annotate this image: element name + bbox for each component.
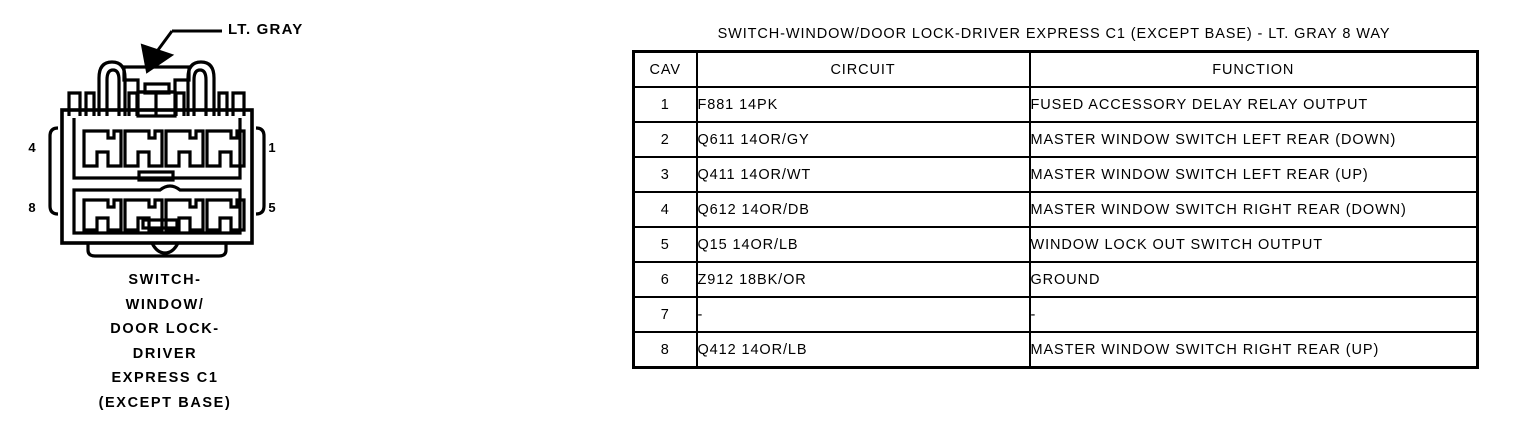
cell-function: MASTER WINDOW SWITCH LEFT REAR (DOWN)	[1028, 121, 1479, 158]
connector-body-outline	[60, 108, 254, 245]
cell-function: FUSED ACCESSORY DELAY RELAY OUTPUT	[1028, 86, 1479, 123]
connector-rib-1	[67, 91, 82, 116]
cell-circuit: Z912 18BK/OR	[695, 261, 1031, 298]
connector-bottom-notch	[150, 242, 180, 255]
column-header-circuit: CIRCUIT	[695, 50, 1031, 88]
cell-function: WINDOW LOCK OUT SWITCH OUTPUT	[1028, 226, 1479, 263]
cell-cav: 6	[632, 261, 698, 298]
connector-arch-right-outer	[186, 60, 216, 116]
pinout-table-title: SWITCH-WINDOW/DOOR LOCK-DRIVER EXPRESS C…	[717, 26, 1391, 42]
connector-key-tab-upper	[137, 170, 175, 182]
cell-cav: 1	[632, 86, 698, 123]
callout-leader-diagonal	[156, 30, 174, 51]
connector-caption: SWITCH- WINDOW/ DOOR LOCK- DRIVER EXPRES…	[0, 268, 330, 415]
connector-rib-2	[84, 91, 96, 116]
connector-key-tab-lower	[141, 218, 179, 230]
connector-illustration-panel: LT. GRAY 4 8 1 5 SWITCH- WINDOW/ DOOR LO…	[0, 0, 330, 436]
connector-rib-6	[231, 91, 246, 116]
cell-function: GROUND	[1028, 261, 1479, 298]
cell-circuit: Q412 14OR/LB	[695, 331, 1031, 369]
caption-line: (EXCEPT BASE)	[98, 394, 232, 411]
table-row: 7--	[632, 296, 1479, 333]
cell-function: MASTER WINDOW SWITCH LEFT REAR (UP)	[1028, 156, 1479, 193]
pin-label-top-left: 4	[28, 140, 36, 155]
connector-arch-left-outer	[97, 60, 127, 116]
connector-arch-left-inner	[105, 68, 121, 116]
cell-cav: 4	[632, 191, 698, 228]
caption-line: SWITCH-	[128, 272, 202, 288]
connector-rib-5	[217, 91, 229, 116]
connector-arch-right-inner	[192, 68, 208, 116]
cavity-pin-7	[123, 198, 164, 232]
cavity-pin-2	[164, 129, 205, 168]
cell-circuit: Q612 14OR/DB	[695, 191, 1031, 228]
caption-line: DOOR LOCK-	[110, 321, 220, 337]
cell-cav: 3	[632, 156, 698, 193]
cavity-bank-upper-frame	[72, 118, 242, 180]
cavity-pin-8	[82, 198, 123, 232]
cell-circuit: -	[695, 296, 1031, 333]
cell-cav: 8	[632, 331, 698, 369]
caption-line: EXPRESS C1	[111, 370, 219, 386]
column-header-function: FUNCTION	[1028, 50, 1479, 88]
connector-drawing	[48, 29, 266, 258]
cell-function: MASTER WINDOW SWITCH RIGHT REAR (UP)	[1028, 331, 1479, 369]
pin-label-top-right: 1	[268, 140, 276, 155]
cavity-row-upper	[82, 129, 246, 168]
pin-label-bottom-left: 8	[28, 200, 36, 215]
cavity-pin-5	[205, 198, 246, 232]
connector-bottom-skirt	[86, 243, 228, 258]
connector-ear-right	[255, 126, 266, 216]
callout-arrowhead	[140, 43, 175, 74]
caption-line: DRIVER	[132, 345, 198, 362]
cell-cav: 5	[632, 226, 698, 263]
table-header-row: CAV CIRCUIT FUNCTION	[632, 50, 1479, 88]
cell-cav: 7	[632, 296, 698, 333]
cavity-pin-1	[205, 129, 246, 168]
cell-circuit: Q411 14OR/WT	[695, 156, 1031, 193]
cell-function: MASTER WINDOW SWITCH RIGHT REAR (DOWN)	[1028, 191, 1479, 228]
cavity-bank-lower-frame	[72, 184, 242, 235]
cavity-pin-3	[123, 129, 164, 168]
connector-latch-top	[122, 65, 191, 94]
cavity-pin-4	[82, 129, 123, 168]
pinout-table-panel: SWITCH-WINDOW/DOOR LOCK-DRIVER EXPRESS C…	[632, 26, 1479, 369]
lt-gray-callout-label: LT. GRAY	[228, 21, 304, 38]
connector-rib-4	[174, 91, 186, 116]
connector-rib-3	[127, 91, 139, 116]
cell-function: -	[1028, 296, 1479, 333]
caption-line: WINDOW/	[125, 296, 205, 313]
cell-circuit: Q611 14OR/GY	[695, 121, 1031, 158]
cell-cav: 2	[632, 121, 698, 158]
cell-circuit: F881 14PK	[695, 86, 1031, 123]
pin-label-bottom-right: 5	[268, 200, 276, 215]
connector-ear-left	[48, 126, 59, 216]
cavity-row-lower	[82, 198, 246, 232]
column-header-cav: CAV	[632, 50, 698, 88]
cell-circuit: Q15 14OR/LB	[695, 226, 1031, 263]
cavity-pin-6	[164, 198, 205, 232]
